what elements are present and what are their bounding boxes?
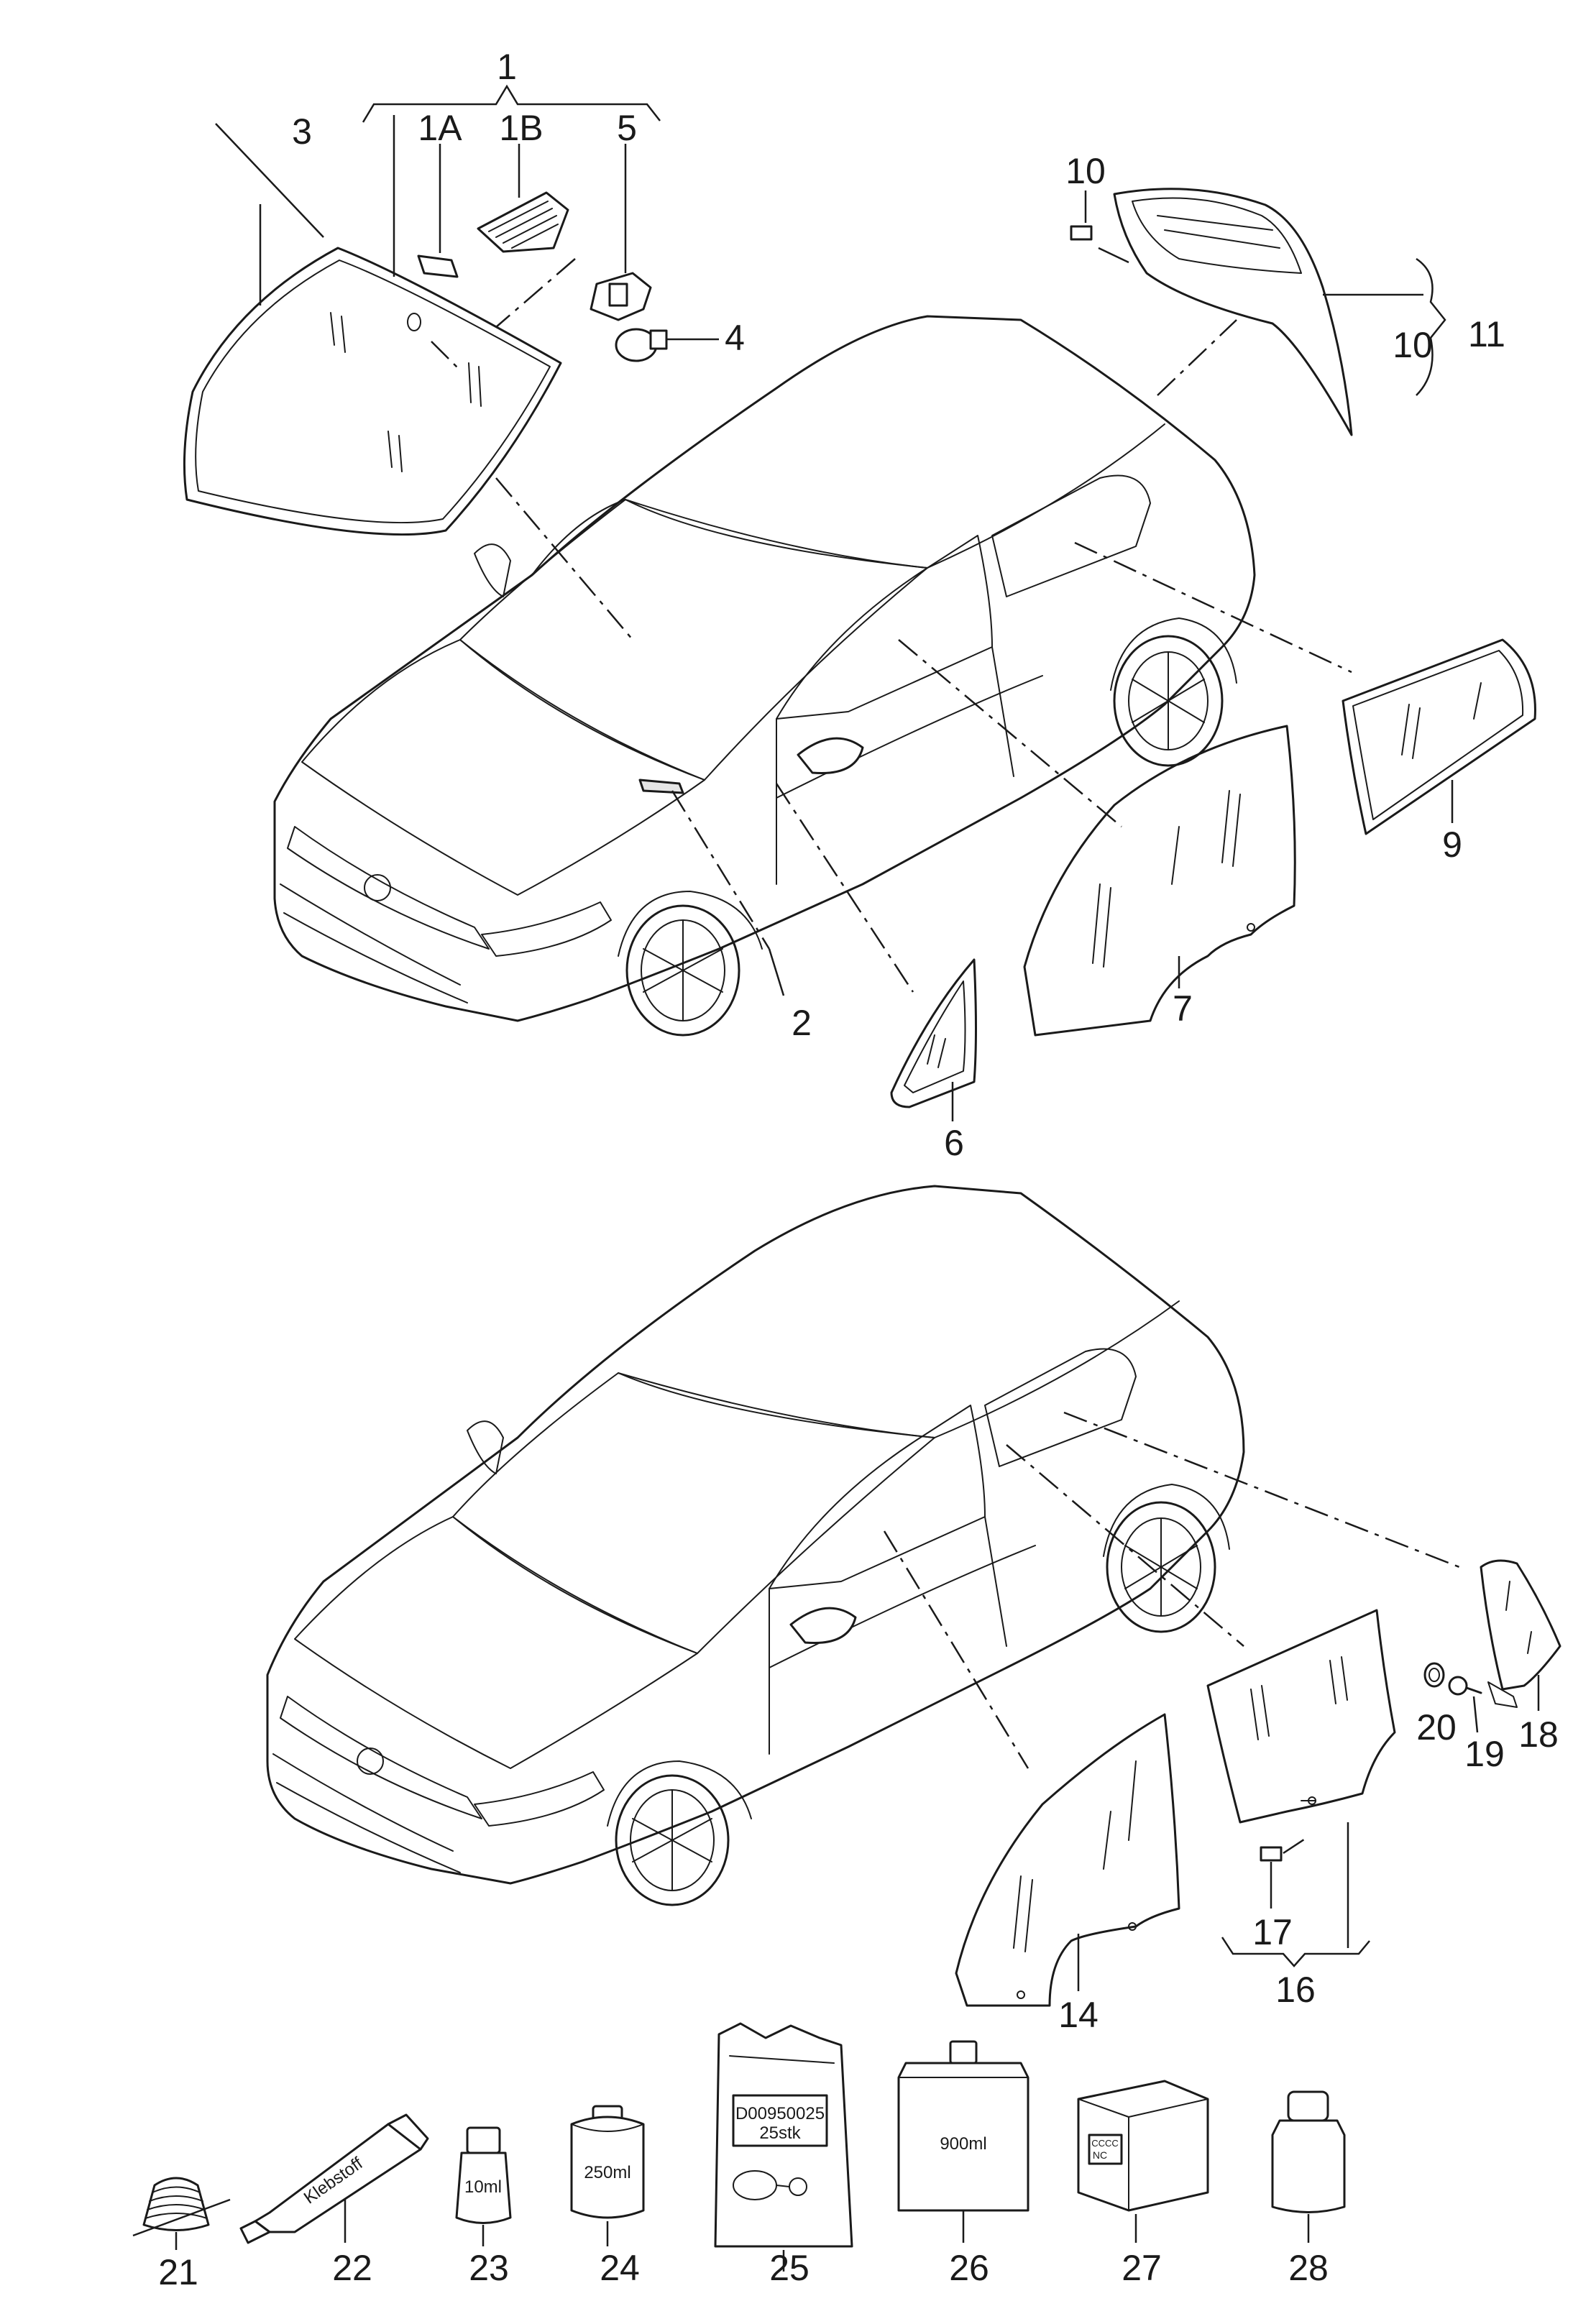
bracket-16	[1221, 1937, 1370, 1967]
bag-label-line2: 25stk	[759, 2123, 801, 2143]
rear-quarter-glass	[1342, 638, 1536, 835]
callout-25: 25	[769, 2248, 810, 2288]
callout-10-top: 10	[1065, 151, 1106, 191]
callout-1b: 1B	[499, 108, 543, 148]
bag-label-line1: D00950025	[735, 2104, 825, 2123]
callout-1: 1	[497, 47, 517, 87]
car-bottom	[266, 1185, 1245, 1906]
adhesive-tube-22: Klebstoff	[239, 2113, 429, 2244]
sealant-roll-21	[132, 2177, 231, 2250]
leader-2	[768, 948, 785, 996]
cleaner-jug-26: 900ml	[897, 2040, 1029, 2243]
can-label: 250ml	[584, 2163, 630, 2182]
dash-18	[1063, 1411, 1460, 1569]
activator-bottle-28	[1271, 2090, 1346, 2243]
dash-7	[898, 639, 1122, 827]
callout-9: 9	[1442, 825, 1462, 865]
part-1b-cover	[477, 144, 569, 253]
primer-bottle-23: 10ml	[455, 2126, 512, 2246]
screw-19	[1448, 1676, 1482, 1733]
sensor-4	[615, 328, 719, 362]
windshield	[183, 247, 562, 536]
dash-9	[1074, 541, 1352, 674]
callout-24: 24	[600, 2248, 640, 2288]
callout-16: 16	[1275, 1970, 1316, 2010]
grommet-20	[1423, 1662, 1445, 1688]
car-top	[273, 315, 1256, 1037]
dash-2	[671, 790, 771, 950]
parts-bag-25: D00950025 25stk	[714, 2022, 853, 2248]
callout-19: 19	[1464, 1734, 1505, 1774]
bracket-1	[362, 84, 661, 277]
dash-windshield	[495, 477, 633, 640]
callout-7: 7	[1173, 988, 1193, 1029]
callout-2: 2	[792, 1003, 812, 1043]
box-label-line2: NC	[1093, 2149, 1107, 2161]
callout-22: 22	[332, 2248, 372, 2288]
bottle-small-label: 10ml	[464, 2177, 502, 2197]
rear-window	[1070, 188, 1446, 436]
clip-17	[1260, 1835, 1309, 1909]
box-label-line1: CCCC	[1091, 2138, 1119, 2149]
rain-sensor-5	[495, 144, 652, 328]
callout-17: 17	[1252, 1912, 1293, 1952]
dash-rear	[1157, 319, 1237, 396]
front-door-glass-14	[955, 1713, 1180, 2007]
front-quarter-glass-6	[890, 958, 977, 1121]
callout-10-side: 10	[1393, 325, 1433, 365]
callout-26: 26	[949, 2248, 989, 2288]
callout-1a: 1A	[418, 108, 462, 148]
callout-6: 6	[944, 1123, 964, 1163]
callout-28: 28	[1288, 2248, 1329, 2288]
callout-21: 21	[158, 2252, 198, 2292]
callout-4: 4	[725, 318, 745, 358]
callout-20: 20	[1416, 1707, 1457, 1747]
rear-door-glass-16	[1206, 1609, 1396, 1948]
rear-quarter-glass-18	[1480, 1559, 1561, 1711]
dash-16	[1006, 1444, 1244, 1647]
callout-23: 23	[469, 2248, 509, 2288]
part-1a-cover	[417, 144, 459, 278]
callout-18: 18	[1518, 1714, 1559, 1755]
front-door-glass-7	[1023, 725, 1296, 1037]
jug-label: 900ml	[940, 2134, 986, 2154]
callout-5: 5	[617, 108, 637, 148]
callout-3: 3	[292, 111, 312, 152]
leader-3b	[215, 123, 324, 238]
dash-14	[883, 1530, 1029, 1769]
callout-11: 11	[1468, 314, 1505, 354]
callout-27: 27	[1122, 2248, 1162, 2288]
callout-14: 14	[1058, 1995, 1099, 2035]
cutting-box-27: CCCC NC	[1077, 2080, 1209, 2243]
dash-6	[775, 783, 914, 993]
primer-can-24: 250ml	[570, 2105, 645, 2246]
